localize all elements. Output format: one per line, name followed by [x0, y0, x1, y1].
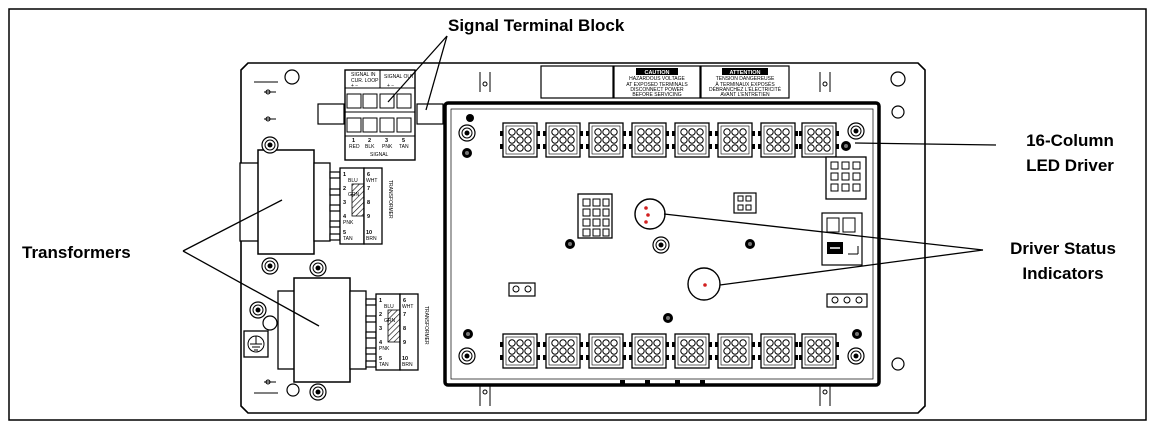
attention-line: TENSION DANGEREUSE — [716, 76, 775, 82]
signal-terminal-color: BLK — [365, 144, 375, 150]
signal-terminal-num: 1 — [352, 138, 355, 144]
attention-line: AVANT L'ENTRETIEN — [720, 92, 770, 98]
terminal-color: BRN — [366, 236, 377, 242]
terminal-color: BRN — [402, 362, 413, 368]
transformer-top — [239, 136, 383, 275]
callout-status-line1: Driver Status — [1010, 239, 1116, 258]
terminal-num: 7 — [403, 312, 406, 318]
warning-labels: CAUTION HAZARDOUS VOLTAGE AT EXPOSED TER… — [540, 65, 790, 99]
attention-line: À TERMINAUX EXPOSÉS — [715, 81, 775, 88]
terminal-color: WHT — [366, 178, 377, 184]
status-indicator-1 — [634, 198, 666, 230]
small-header-connector — [733, 192, 757, 214]
transformer-side-label: TRANSFORMER — [423, 306, 429, 345]
terminal-num: 1 — [343, 172, 346, 178]
terminal-num: 5 — [379, 356, 382, 362]
terminal-color: GRN — [348, 192, 360, 198]
terminal-num: 9 — [403, 340, 406, 346]
terminal-color: TAN — [343, 236, 353, 242]
caution-title: CAUTION — [644, 70, 669, 76]
status-indicator-2 — [687, 267, 721, 301]
terminal-num: 4 — [343, 214, 347, 220]
center-connector — [577, 193, 613, 239]
power-connector — [825, 156, 867, 200]
caution-line: AT EXPOSED TERMINALS — [626, 82, 688, 88]
attention-title: ATTENTION — [729, 70, 760, 76]
dip-switch — [821, 212, 863, 266]
signal-terminal-num: 5 — [402, 138, 405, 144]
transformer-bottom-terminal-labels: 1 BLU 2 GRN 3 4 PNK 5 TAN 6 WHT 7 8 9 10… — [379, 298, 429, 368]
terminal-num: 6 — [367, 172, 370, 178]
signal-out-label: SIGNAL OUT — [384, 74, 414, 80]
keyhole-slots — [254, 72, 831, 406]
diagram-frame — [8, 8, 1147, 421]
mounting-holes — [262, 69, 906, 397]
terminal-color: BLU — [348, 178, 358, 184]
signal-terminal-color: RED — [349, 144, 360, 150]
terminal-num: 8 — [367, 200, 370, 206]
svg-text:+ −: + − — [351, 83, 358, 89]
terminal-color: BLU — [384, 304, 394, 310]
signal-bottom-label: SIGNAL — [370, 152, 389, 158]
callout-transformers: Transformers — [22, 243, 131, 262]
terminal-color: WHT — [402, 304, 413, 310]
attention-line: DÉBRANCHEZ L'ÉLECTRICITÉ — [709, 86, 782, 93]
callout-signal-terminal-block: Signal Terminal Block — [448, 16, 625, 35]
svg-text:+ −: + − — [387, 83, 394, 89]
terminal-num: 7 — [367, 186, 370, 192]
terminal-num: 1 — [379, 298, 382, 304]
terminal-num: 9 — [367, 214, 370, 220]
caution-line: BEFORE SERVICING — [632, 92, 681, 98]
terminal-num: 10 — [402, 356, 408, 362]
caution-line: HAZARDOUS VOLTAGE — [629, 76, 685, 82]
signal-terminal-color: TAN — [399, 144, 409, 150]
transformer-bottom — [249, 259, 419, 401]
signal-terminal-num: 2 — [368, 138, 371, 144]
terminal-color: TAN — [379, 362, 389, 368]
signal-terminal-num: 3 — [385, 138, 388, 144]
terminal-num: 8 — [403, 326, 406, 332]
callout-led-driver-line1: 16-Column — [1026, 131, 1114, 150]
led-driver-board — [443, 101, 881, 387]
terminal-color: PNK — [379, 346, 390, 352]
thumb-screw — [466, 114, 474, 122]
terminal-color: GRN — [384, 318, 396, 324]
terminal-num: 10 — [366, 230, 372, 236]
callout-status-line2: Indicators — [1022, 264, 1103, 283]
signal-terminal-color: PNK — [382, 144, 393, 150]
terminal-num: 6 — [403, 298, 406, 304]
terminal-color: PNK — [343, 220, 354, 226]
left-small-connector — [508, 282, 536, 297]
ground-symbol — [243, 330, 269, 358]
right-small-connector — [826, 293, 868, 308]
terminal-num: 3 — [343, 200, 346, 206]
transformer-side-label: TRANSFORMER — [387, 180, 393, 219]
terminal-num: 2 — [379, 312, 382, 318]
terminal-num: 4 — [379, 340, 383, 346]
signal-terminal-block: SIGNAL IN CUR. LOOP SIGNAL OUT + − + − 1… — [317, 69, 444, 161]
caution-line: DISCONNECT POWER — [630, 87, 684, 93]
terminal-num: 2 — [343, 186, 346, 192]
terminal-num: 3 — [379, 326, 382, 332]
callout-leaders — [182, 35, 997, 327]
terminal-num: 5 — [343, 230, 346, 236]
signal-in-label: SIGNAL IN — [351, 72, 376, 78]
transformer-top-terminal-labels: 1 BLU 2 GRN 3 4 PNK 5 TAN 6 WHT 7 8 9 10… — [343, 172, 393, 242]
current-loop-label: CUR. LOOP — [351, 78, 379, 84]
callout-led-driver-line2: LED Driver — [1026, 156, 1114, 175]
